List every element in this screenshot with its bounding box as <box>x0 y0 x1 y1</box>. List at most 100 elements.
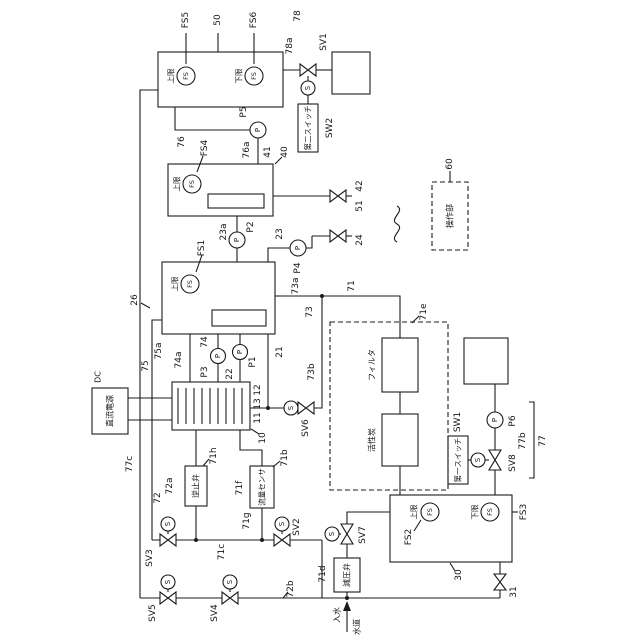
valve-sv7-bottom <box>340 532 354 545</box>
pump-p2 <box>228 231 246 249</box>
label-23a: 23a <box>219 224 229 241</box>
label-41: 41 <box>263 146 273 157</box>
valve-sv4-right <box>229 590 239 606</box>
pipe-23-riser <box>306 236 313 249</box>
tank-20: FS 上限 FS1 26 <box>130 240 276 335</box>
tank-50: FS FS 上限 下限 FS5 50 FS6 <box>157 12 284 108</box>
tank-30-body <box>389 494 513 563</box>
label-dc: DC <box>94 371 103 383</box>
label-74a: 74a <box>174 352 184 369</box>
p1-symbol: P <box>236 350 244 354</box>
label-sv8: SV8 <box>508 454 518 472</box>
label-30: 30 <box>454 569 464 581</box>
fs3-symbol: FS <box>486 508 494 516</box>
filter-unit-71e: フィルタ 活性炭 71e <box>329 303 449 495</box>
label-sv4: SV4 <box>210 604 220 622</box>
tank-40-body <box>167 163 274 217</box>
valve-sv1-left <box>299 62 309 78</box>
leader-fs2 <box>413 519 422 532</box>
label-reducing-valve: 減圧弁 <box>342 563 352 587</box>
valve-sv5-left <box>159 590 169 606</box>
label-sw2: SW2 <box>325 118 335 138</box>
p2-symbol: P <box>233 238 241 242</box>
receiver-box <box>331 51 371 95</box>
fs1-symbol: FS <box>186 280 194 288</box>
label-activated-carbon: 活性炭 <box>367 428 377 452</box>
label-60: 60 <box>445 158 455 170</box>
label-sw1: SW1 <box>453 412 463 432</box>
p3-symbol: P <box>214 354 222 358</box>
label-72: 72 <box>153 492 163 503</box>
pipe-23 <box>267 247 290 262</box>
check-valve-line: 逆止弁 71h <box>184 430 219 542</box>
valve-31-top <box>492 573 508 583</box>
label-73: 73 <box>305 306 315 317</box>
label-73a: 73a <box>291 278 301 295</box>
sv2-s-symbol: S <box>278 521 286 526</box>
fs6-symbol: FS <box>250 72 258 80</box>
label-26: 26 <box>130 294 140 306</box>
label-tap-water: 水道 <box>352 619 362 635</box>
solenoid-sv2 <box>274 516 290 532</box>
label-p5: P5 <box>239 106 249 117</box>
label-73b: 73b <box>307 363 317 380</box>
pipe-inlet-top <box>346 511 390 524</box>
label-72b: 72b <box>286 580 296 597</box>
valve-sv2-right <box>281 532 291 548</box>
label-upper-limit-40: 上限 <box>173 176 182 191</box>
label-71h: 71h <box>209 447 219 464</box>
pump-p1 <box>231 343 249 361</box>
label-50: 50 <box>213 14 223 26</box>
label-76a: 76a <box>242 142 252 159</box>
label-71: 71 <box>347 280 357 291</box>
flow-sensor-line: 流量センサ 71b 71f 71g <box>235 430 290 542</box>
pipe-73b-riser <box>314 296 323 409</box>
label-control-unit: 操作部 <box>445 204 455 228</box>
label-p3: P3 <box>200 366 210 377</box>
label-lower-limit-30: 下限 <box>471 504 480 519</box>
cell-electrodes <box>177 388 243 424</box>
fs5-symbol: FS <box>182 72 190 80</box>
sv7-s-symbol: S <box>328 531 336 536</box>
bracket-77 <box>529 401 535 479</box>
float-switch-fs3 <box>480 502 500 522</box>
label-p4: P4 <box>293 262 303 273</box>
label-51: 51 <box>355 200 365 211</box>
leader-40 <box>274 156 283 165</box>
float-switch-fs4 <box>182 174 202 194</box>
tank-20-body <box>161 261 276 335</box>
pipe-71-group: 73a 71 73 <box>275 278 401 338</box>
label-sv5: SV5 <box>148 604 158 622</box>
label-upper-limit-20: 上限 <box>171 276 180 291</box>
inlet-riser: 減圧弁 71d S SV7 <box>318 511 390 598</box>
fs4-symbol: FS <box>188 180 196 188</box>
break-symbol <box>393 205 401 243</box>
solenoid-sv3 <box>160 516 176 532</box>
label-31: 31 <box>509 586 519 597</box>
label-p2: P2 <box>246 221 256 232</box>
label-75a: 75a <box>154 343 164 360</box>
float-switch-fs1 <box>180 274 200 294</box>
p5-symbol: P <box>254 128 262 132</box>
valve-sv3-right <box>167 532 177 548</box>
dc-supply: 直流電源 DC <box>91 371 172 435</box>
label-sv2: SV2 <box>292 518 302 536</box>
label-77c: 77c <box>125 456 135 472</box>
label-24: 24 <box>355 234 365 246</box>
label-77b: 77b <box>518 432 528 449</box>
left-pipes: 77c 72 72a 75 75a <box>125 89 175 598</box>
p4-symbol: P <box>294 246 302 250</box>
float-switch-fs6 <box>244 66 264 86</box>
sv4-s-symbol: S <box>226 579 234 584</box>
label-21: 21 <box>275 346 285 357</box>
label-75: 75 <box>141 360 151 371</box>
label-74: 74 <box>200 336 210 348</box>
leader-71e <box>411 315 420 324</box>
valve-sv3-left <box>159 532 169 548</box>
label-fs6: FS6 <box>249 12 259 29</box>
valve-sv4-left <box>221 590 231 606</box>
cell-feed-pipes: P P 74a 74 P3 22 P1 21 <box>174 334 285 410</box>
label-water-in: 入水 <box>332 607 342 623</box>
valve-sv7-top <box>340 523 354 536</box>
